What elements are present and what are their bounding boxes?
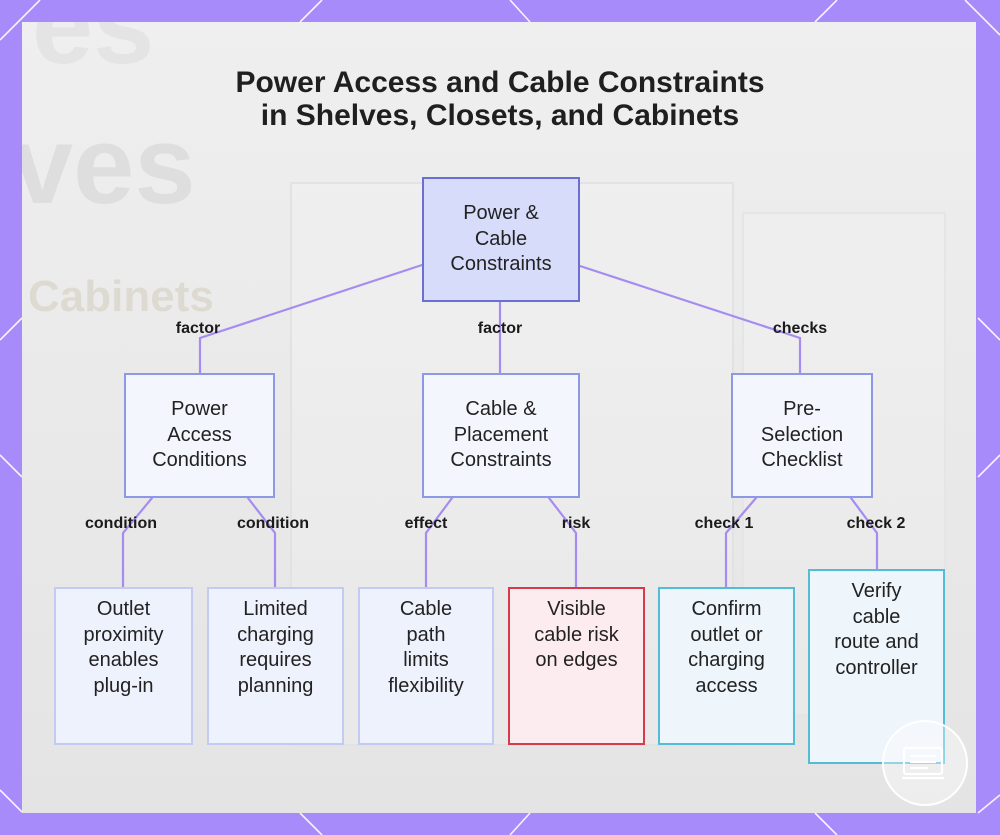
node-text: Power Access Conditions xyxy=(152,397,247,474)
watermark-fragment-2: ves xyxy=(22,104,196,227)
node-line: Constraints xyxy=(450,253,552,276)
node-line: Visible xyxy=(547,598,606,620)
node-line: Cable xyxy=(399,598,453,620)
node-line: flexibility xyxy=(388,674,464,697)
node-line: Cable & xyxy=(465,398,537,421)
edge-label-check-verify: check 2 xyxy=(846,515,906,532)
node-line: Cable xyxy=(474,227,528,250)
node-line: Outlet xyxy=(96,598,151,620)
node-cable-path: Cable path limits flexibility xyxy=(358,587,494,745)
title-line-1: Power Access and Cable Constraints xyxy=(235,66,765,99)
node-line: charging xyxy=(688,649,765,671)
node-line: Constraints xyxy=(450,449,552,472)
node-line: proximity xyxy=(83,623,164,646)
node-line: Conditions xyxy=(152,449,247,472)
node-confirm-outlet: Confirm outlet or charging access xyxy=(658,587,795,745)
edge-label-power-limited: condition xyxy=(237,515,309,532)
node-line: outlet or xyxy=(690,623,763,646)
node-line: Placement xyxy=(453,423,549,446)
node-power-access-conditions: Power Access Conditions xyxy=(124,373,275,498)
edge-label-check-confirm: check 1 xyxy=(694,515,754,532)
node-line: path xyxy=(406,623,446,646)
node-line: cable xyxy=(852,605,901,628)
node-line: Checklist xyxy=(761,449,843,472)
node-power-cable-constraints: Power & Cable Constraints xyxy=(422,177,580,302)
node-text: Visible cable risk on edges xyxy=(534,597,618,674)
node-line: requires xyxy=(239,649,312,671)
watermark-fragment-1: es xyxy=(32,22,155,87)
node-text: Verify cable route and controller xyxy=(834,579,919,681)
edge-root-checklist xyxy=(578,264,802,375)
edge-label-cable-path: effect xyxy=(404,515,448,532)
node-text: Limited charging requires planning xyxy=(237,597,314,699)
edge-power-limited xyxy=(246,496,277,589)
edge-check-verify xyxy=(849,496,879,571)
edge-label-root-checklist: checks xyxy=(772,320,828,337)
node-visible-cable-risk: Visible cable risk on edges xyxy=(508,587,645,745)
node-text: Outlet proximity enables plug-in xyxy=(83,597,163,699)
edge-power-outlet xyxy=(121,496,154,589)
node-line: controller xyxy=(835,656,918,679)
edge-label-root-power: factor xyxy=(175,320,221,337)
node-line: Power & xyxy=(463,202,539,225)
title-line-2: in Shelves, Closets, and Cabinets xyxy=(260,99,740,132)
node-line: route and xyxy=(834,631,919,653)
node-line: Pre- xyxy=(783,398,821,421)
node-outlet-proximity: Outlet proximity enables plug-in xyxy=(54,587,193,745)
node-line: enables xyxy=(88,649,159,671)
node-text: Cable & Placement Constraints xyxy=(450,397,551,474)
node-line: Selection xyxy=(760,423,844,446)
edge-label-root-cable: factor xyxy=(477,320,523,337)
node-line: access xyxy=(695,674,758,697)
node-line: limits xyxy=(403,649,449,671)
edge-root-power xyxy=(198,263,424,375)
edge-label-power-outlet: condition xyxy=(85,515,157,532)
node-line: Limited xyxy=(243,598,308,620)
node-text: Confirm outlet or charging access xyxy=(688,597,765,699)
diagram-title: Power Access and Cable Constraints in Sh… xyxy=(0,66,1000,132)
node-line: on edges xyxy=(535,649,618,671)
node-text: Cable path limits flexibility xyxy=(388,597,464,699)
watermark-fragment-3: Cabinets xyxy=(28,272,214,321)
node-line: Access xyxy=(167,423,232,446)
node-limited-charging: Limited charging requires planning xyxy=(207,587,344,745)
node-line: plug-in xyxy=(93,674,154,697)
node-line: cable risk xyxy=(534,623,619,646)
node-pre-selection-checklist: Pre- Selection Checklist xyxy=(731,373,873,498)
edge-cable-path xyxy=(424,496,454,589)
logo-badge-icon xyxy=(882,720,968,806)
node-cable-placement-constraints: Cable & Placement Constraints xyxy=(422,373,580,498)
edge-cable-risk xyxy=(547,496,578,589)
node-text: Power & Cable Constraints xyxy=(450,201,551,278)
node-line: Power xyxy=(171,398,228,421)
node-verify-cable-route: Verify cable route and controller xyxy=(808,569,945,764)
node-line: planning xyxy=(237,674,314,697)
node-text: Pre- Selection Checklist xyxy=(761,397,843,474)
edge-label-cable-risk: risk xyxy=(561,515,591,532)
node-line: Confirm xyxy=(691,598,762,620)
node-line: Verify xyxy=(851,580,902,602)
edge-check-confirm xyxy=(724,496,758,589)
node-line: charging xyxy=(237,623,314,646)
